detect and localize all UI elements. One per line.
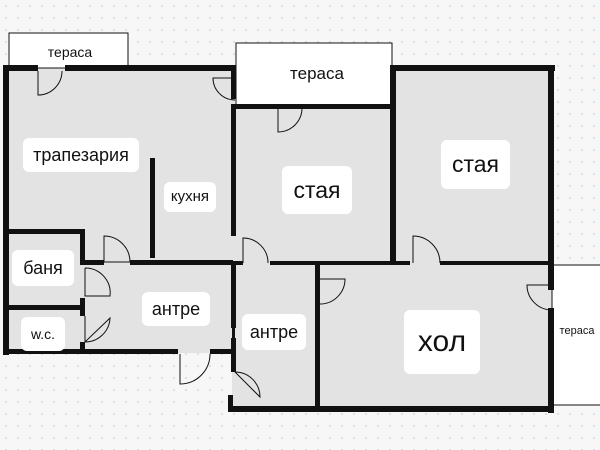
terrace-top-left-label: тераса: [47, 44, 93, 60]
room-center-label: стая: [282, 166, 352, 214]
room-bathroom-label: баня: [12, 250, 74, 286]
room-dining-label: трапезария: [23, 138, 139, 172]
room-hall-center-label: антре: [242, 314, 306, 350]
walls: [3, 65, 555, 413]
terrace-right-label: тераса: [559, 325, 595, 337]
room-living-label: хол: [404, 310, 480, 374]
room-right-label: стая: [441, 140, 510, 189]
terrace-top-middle-label: тераса: [290, 64, 344, 83]
terrace-right-shape: [551, 264, 600, 406]
room-wc-label: w.c.: [21, 317, 65, 351]
room-kitchen-label: кухня: [164, 182, 216, 212]
room-hall-left-label: антре: [142, 292, 210, 326]
terrace-top-left-shape: [8, 32, 129, 69]
doors: [37, 70, 553, 399]
